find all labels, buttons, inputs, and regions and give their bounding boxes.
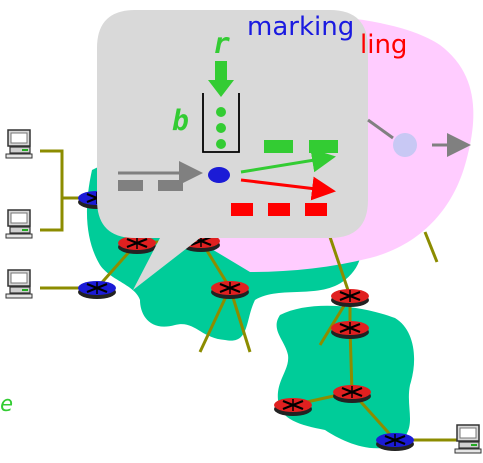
policing-input-line <box>367 118 394 140</box>
packet-icon <box>264 140 293 153</box>
packet-icon <box>309 140 338 153</box>
core-router-icon <box>116 234 158 256</box>
edge-label-fragment: e <box>0 392 14 417</box>
packet-icon <box>158 180 183 191</box>
host-computer-icon <box>5 209 33 239</box>
host-computer-icon <box>5 129 33 159</box>
marking-callout <box>97 10 368 290</box>
token-bucket-icon <box>202 61 240 153</box>
token-icon <box>216 123 226 133</box>
arrow-icon <box>240 176 336 201</box>
core-router-icon <box>272 396 314 418</box>
arrow-icon <box>240 148 336 174</box>
marker-node <box>208 167 230 183</box>
token-icon <box>216 139 226 149</box>
bucket-label: b <box>172 104 189 137</box>
core-router-icon <box>331 383 373 405</box>
marking-label: marking <box>247 12 355 42</box>
core-router-icon <box>329 287 371 309</box>
edge-router-icon <box>374 431 416 453</box>
packet-icon <box>305 203 327 216</box>
core-router-icon <box>209 279 251 301</box>
network-cloud-right <box>276 305 415 449</box>
host-computer-icon <box>454 424 482 454</box>
host-computer-icon <box>5 269 33 299</box>
policer-node <box>393 133 417 157</box>
core-router-icon <box>329 319 371 341</box>
rate-label: r <box>213 27 230 60</box>
token-icon <box>216 107 226 117</box>
packet-icon <box>268 203 290 216</box>
policing-label: ling <box>360 30 408 60</box>
edge-router-icon <box>76 279 118 301</box>
packet-icon <box>231 203 253 216</box>
packet-icon <box>118 180 143 191</box>
